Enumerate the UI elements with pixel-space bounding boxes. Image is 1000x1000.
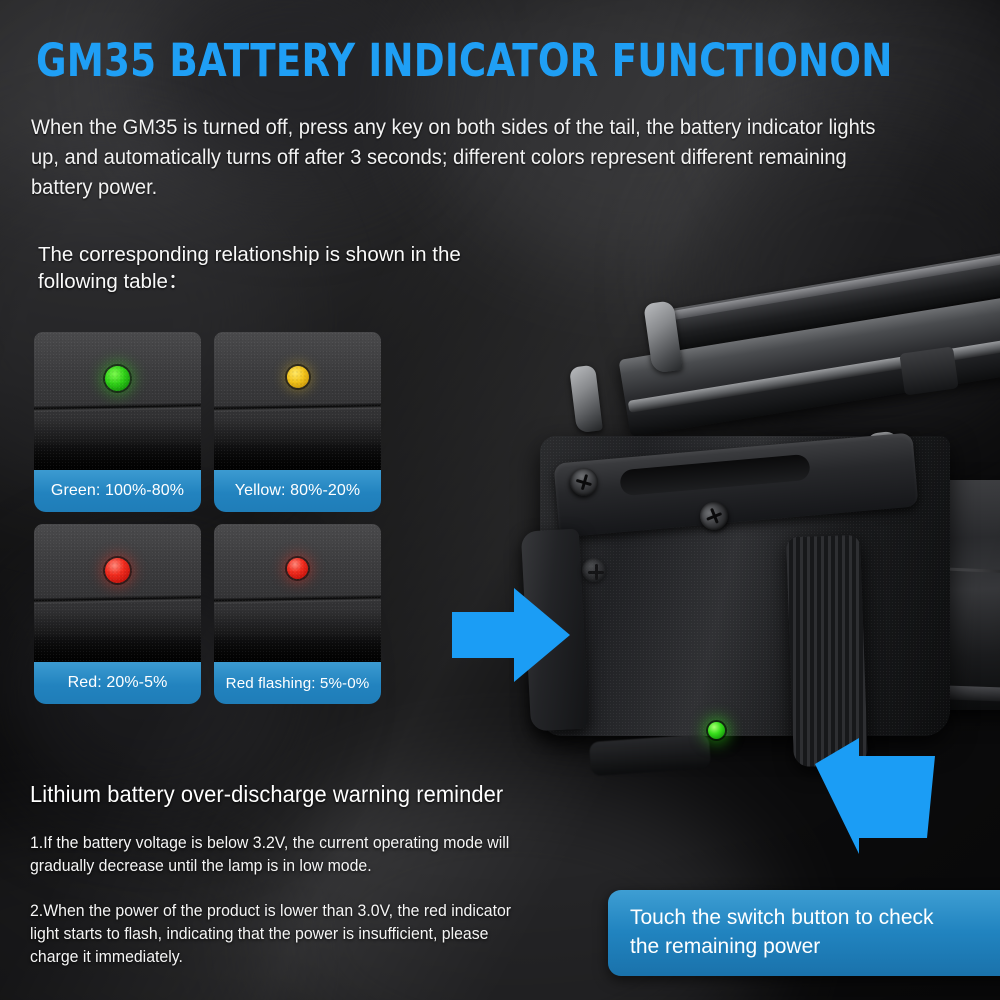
indicator-cell-yellow: Yellow: 80%-20% xyxy=(214,332,381,512)
indicator-table-row: Green: 100%-80% Yellow: 80%-20% xyxy=(34,332,381,512)
indicator-table: Green: 100%-80% Yellow: 80%-20% Red: 20%… xyxy=(34,332,381,704)
page-title: GM35 BATTERY INDICATOR FUNCTIONON xyxy=(36,34,893,87)
indicator-cell-caption: Green: 100%-80% xyxy=(34,470,201,512)
warning-item-2: 2.When the power of the product is lower… xyxy=(30,900,513,969)
intro-paragraph: When the GM35 is turned off, press any k… xyxy=(31,115,876,199)
cell-seam-line xyxy=(34,402,201,413)
cell-seam-line xyxy=(34,594,201,605)
indicator-cell-caption: Red flashing: 5%-0% xyxy=(214,662,381,704)
cell-shadow-band xyxy=(34,636,201,662)
indicator-cell-red-flashing: Red flashing: 5%-0% xyxy=(214,524,381,704)
cell-shadow-band xyxy=(214,444,381,470)
cell-shadow-band xyxy=(214,636,381,662)
cell-seam-line xyxy=(214,402,381,413)
callout-line-1: Touch the switch button to check xyxy=(630,906,934,929)
arrow-right-icon xyxy=(452,588,570,682)
callout-box: Touch the switch button to check the rem… xyxy=(608,890,1000,976)
red-flashing-led-icon xyxy=(287,558,308,579)
indicator-cell-photo xyxy=(214,332,381,470)
cell-seam-line xyxy=(214,594,381,605)
green-led-icon xyxy=(105,366,130,391)
indicator-cell-caption: Yellow: 80%-20% xyxy=(214,470,381,512)
indicator-cell-photo xyxy=(214,524,381,662)
indicator-cell-red: Red: 20%-5% xyxy=(34,524,201,704)
warning-title: Lithium battery over-discharge warning r… xyxy=(30,781,504,807)
warning-item-2-line1: 2.When the power of the product is lower… xyxy=(30,902,512,920)
indicator-cell-photo xyxy=(34,524,201,662)
yellow-led-icon xyxy=(286,366,309,388)
indicator-cell-caption: Red: 20%-5% xyxy=(34,662,201,704)
indicator-cell-green: Green: 100%-80% xyxy=(34,332,201,512)
arrow-left-icon xyxy=(815,738,935,854)
cell-shadow-band xyxy=(34,444,201,470)
indicator-table-row: Red: 20%-5% Red flashing: 5%-0% xyxy=(34,524,381,704)
table-lead-in-text: The corresponding relationship is shown … xyxy=(38,243,461,293)
callout-line-2: the remaining power xyxy=(630,935,821,958)
warning-item-2-line3: charge it immediately. xyxy=(30,948,183,966)
warning-item-2-line2: light starts to flash, indicating that t… xyxy=(30,925,489,943)
warning-item-1: 1.If the battery voltage is below 3.2V, … xyxy=(30,834,510,875)
indicator-cell-photo xyxy=(34,332,201,470)
red-led-icon xyxy=(105,558,130,583)
